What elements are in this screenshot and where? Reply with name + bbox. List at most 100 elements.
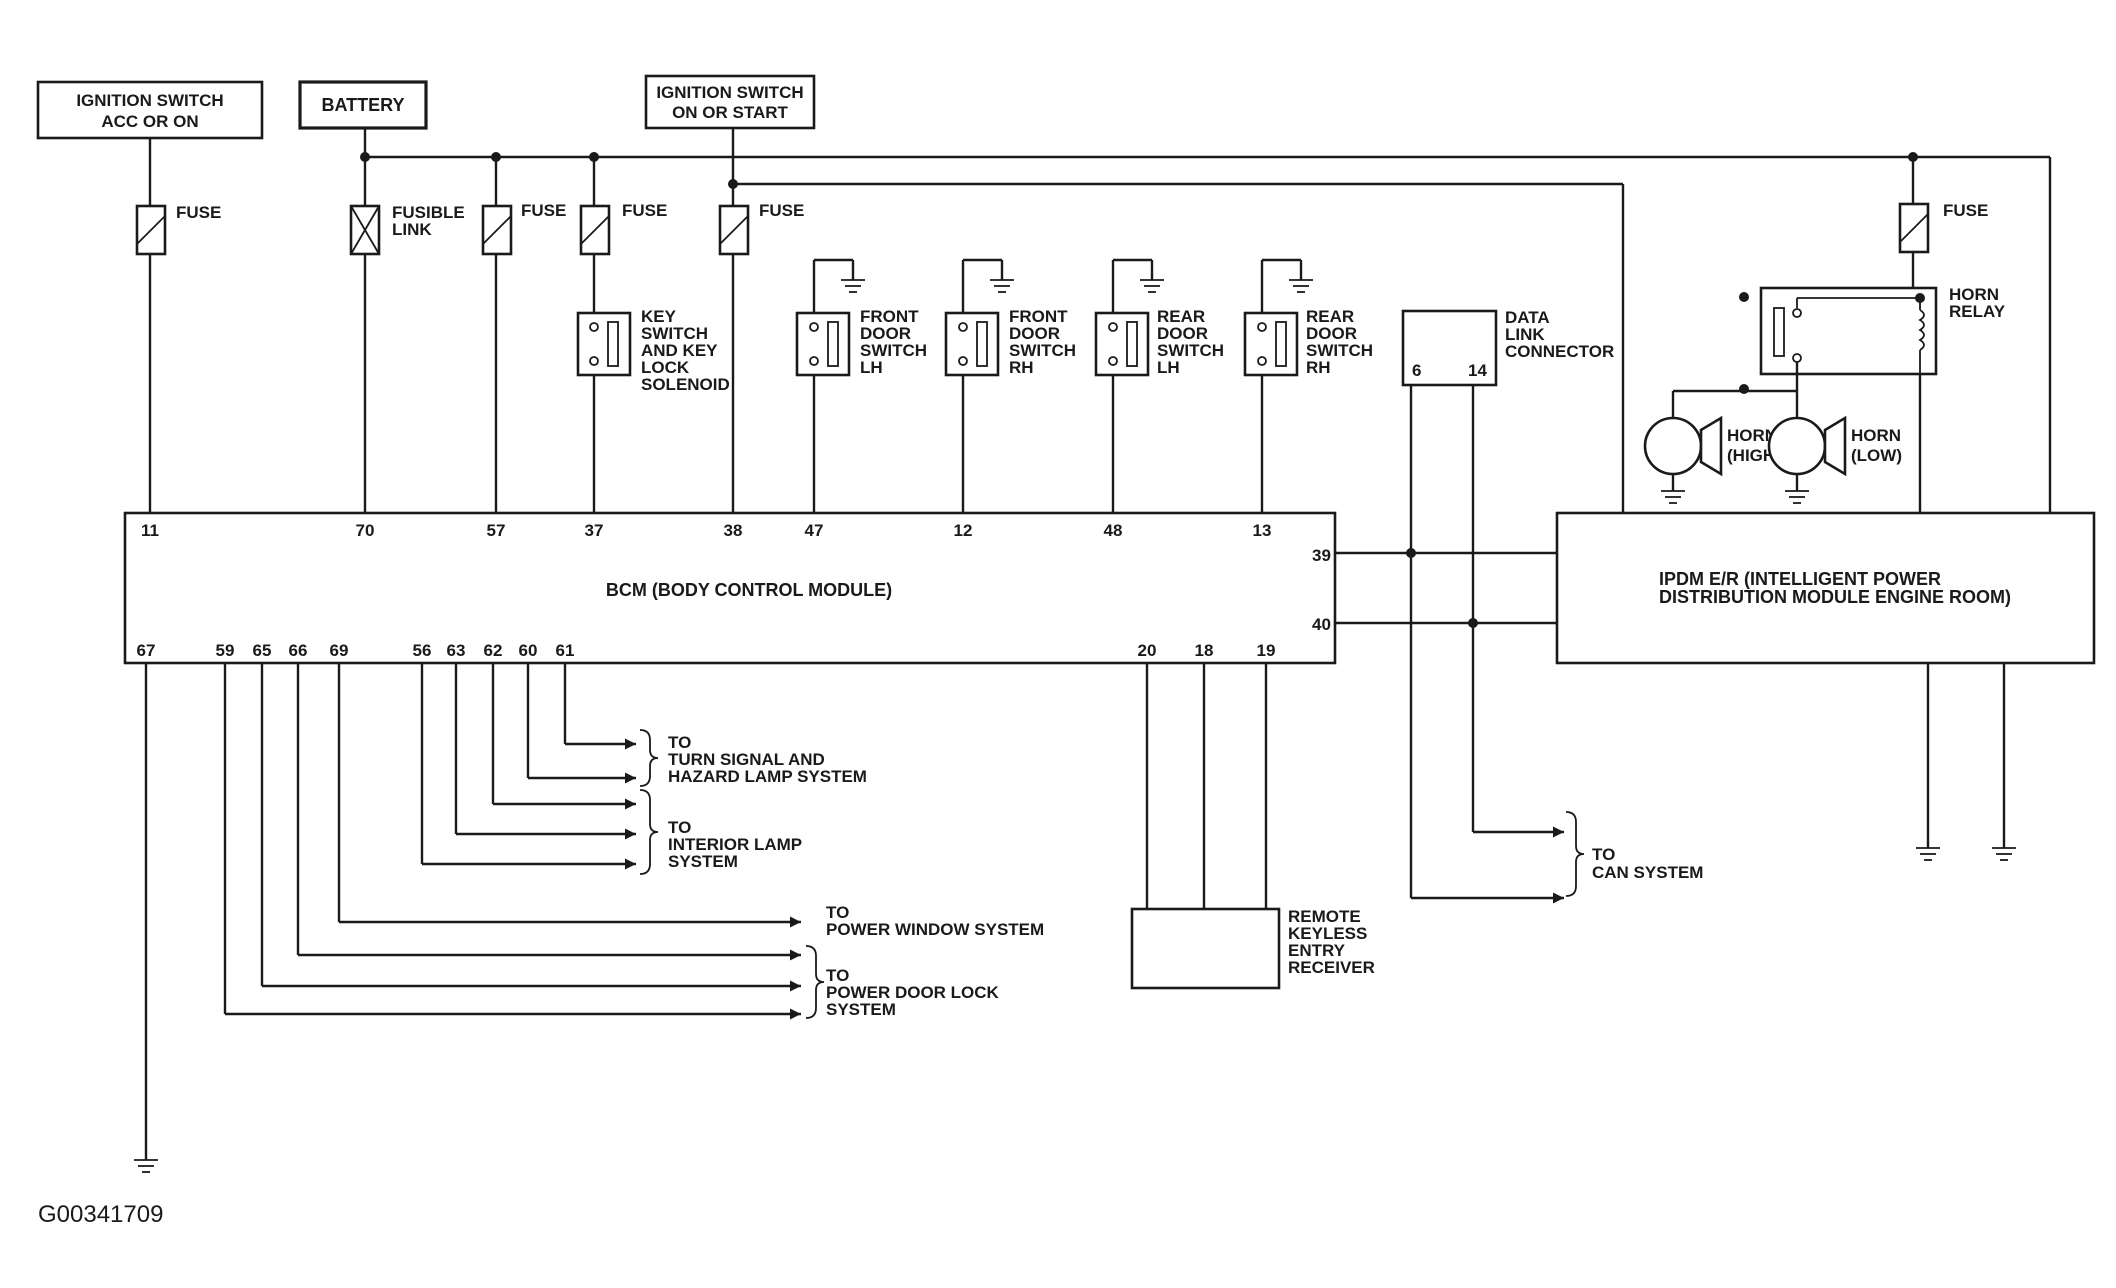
svg-text:HAZARD LAMP SYSTEM: HAZARD LAMP SYSTEM <box>668 767 867 786</box>
svg-text:12: 12 <box>954 521 973 540</box>
power-window-output: TO POWER WINDOW SYSTEM <box>337 663 1044 939</box>
svg-text:(LOW): (LOW) <box>1851 446 1902 465</box>
can-bus-wiring <box>1335 385 1585 904</box>
svg-text:RELAY: RELAY <box>1949 302 2006 321</box>
turn-signal-outputs: TO TURN SIGNAL AND HAZARD LAMP SYSTEM <box>526 663 867 787</box>
battery-box: BATTERY <box>298 80 428 130</box>
svg-text:REAR: REAR <box>1157 307 1205 326</box>
svg-text:6: 6 <box>1412 361 1421 380</box>
svg-text:FUSE: FUSE <box>1943 201 1988 220</box>
svg-text:TO: TO <box>826 903 849 922</box>
svg-text:INTERIOR LAMP: INTERIOR LAMP <box>668 835 802 854</box>
svg-text:RH: RH <box>1009 358 1034 377</box>
svg-text:TO: TO <box>826 966 849 985</box>
svg-text:DISTRIBUTION MODULE ENGINE ROO: DISTRIBUTION MODULE ENGINE ROOM) <box>1659 587 2011 607</box>
fuse-icon <box>718 204 750 256</box>
svg-text:60: 60 <box>519 641 538 660</box>
power-door-lock-outputs: TO POWER DOOR LOCK SYSTEM <box>223 663 1000 1020</box>
svg-text:HORN: HORN <box>1949 285 1999 304</box>
svg-text:RH: RH <box>1306 358 1331 377</box>
svg-text:69: 69 <box>330 641 349 660</box>
svg-text:HORN: HORN <box>1727 426 1777 445</box>
svg-text:AND KEY: AND KEY <box>641 341 718 360</box>
svg-text:37: 37 <box>585 521 604 540</box>
svg-text:SYSTEM: SYSTEM <box>668 852 738 871</box>
door-switch-front-lh: FRONT DOOR SWITCH LH <box>795 258 927 513</box>
ipdm-module: IPDM E/R (INTELLIGENT POWER DISTRIBUTION… <box>1555 511 2096 665</box>
svg-text:BCM (BODY CONTROL MODULE): BCM (BODY CONTROL MODULE) <box>606 580 892 600</box>
key-switch-circuit: FUSE KEY SWITCH AND KEY LOCK SOLENOID <box>576 157 730 513</box>
svg-text:20: 20 <box>1138 641 1157 660</box>
bcm-top-pins: 11 70 57 37 38 47 12 48 13 <box>141 521 1271 540</box>
bcm-bottom-pins: 67 59 65 66 69 56 63 62 60 61 20 18 19 <box>137 641 1276 660</box>
svg-text:DOOR: DOOR <box>860 324 911 343</box>
svg-text:DOOR: DOOR <box>1157 324 1208 343</box>
svg-text:(HIGH): (HIGH) <box>1727 446 1781 465</box>
svg-text:TO: TO <box>668 733 691 752</box>
ign-fuse-circuit: FUSE <box>718 184 804 513</box>
svg-text:47: 47 <box>805 521 824 540</box>
svg-text:62: 62 <box>484 641 503 660</box>
svg-text:SWITCH: SWITCH <box>1009 341 1076 360</box>
svg-text:FRONT: FRONT <box>860 307 919 326</box>
svg-text:DATA: DATA <box>1505 308 1550 327</box>
svg-text:56: 56 <box>413 641 432 660</box>
horn-low-icon: HORN (LOW) <box>1767 415 1902 504</box>
svg-text:ON OR START: ON OR START <box>672 103 788 122</box>
door-switch-rear-rh: REAR DOOR SWITCH RH <box>1243 258 1373 513</box>
svg-text:18: 18 <box>1195 641 1214 660</box>
svg-text:FUSIBLE: FUSIBLE <box>392 203 465 222</box>
svg-text:14: 14 <box>1468 361 1487 380</box>
svg-text:67: 67 <box>137 641 156 660</box>
fusible-link-icon <box>349 204 381 256</box>
svg-text:59: 59 <box>216 641 235 660</box>
svg-text:70: 70 <box>356 521 375 540</box>
svg-text:DOOR: DOOR <box>1009 324 1060 343</box>
fuse-icon <box>1898 202 1930 254</box>
svg-text:FUSE: FUSE <box>759 201 804 220</box>
svg-text:48: 48 <box>1104 521 1123 540</box>
svg-text:IPDM E/R (INTELLIGENT POWER: IPDM E/R (INTELLIGENT POWER <box>1659 569 1941 589</box>
svg-text:KEYLESS: KEYLESS <box>1288 924 1367 943</box>
door-switch-rear-lh: REAR DOOR SWITCH LH <box>1094 258 1224 513</box>
svg-text:CAN SYSTEM: CAN SYSTEM <box>1592 863 1703 882</box>
interior-lamp-outputs: TO INTERIOR LAMP SYSTEM <box>420 663 802 875</box>
svg-text:LH: LH <box>860 358 883 377</box>
svg-text:IGNITION SWITCH: IGNITION SWITCH <box>76 91 223 110</box>
data-link-connector: 6 14 DATA LINK CONNECTOR <box>1401 308 1614 387</box>
svg-text:11: 11 <box>141 521 159 540</box>
svg-text:SWITCH: SWITCH <box>641 324 708 343</box>
svg-text:REMOTE: REMOTE <box>1288 907 1361 926</box>
svg-text:CONNECTOR: CONNECTOR <box>1505 342 1614 361</box>
to-can-system-label: TO CAN SYSTEM <box>1592 845 1703 882</box>
svg-text:SWITCH: SWITCH <box>860 341 927 360</box>
svg-text:REAR: REAR <box>1306 307 1354 326</box>
svg-text:57: 57 <box>487 521 506 540</box>
svg-text:19: 19 <box>1257 641 1276 660</box>
ignition-switch-start-box: IGNITION SWITCH ON OR START <box>644 74 816 130</box>
svg-text:LINK: LINK <box>392 220 432 239</box>
svg-text:POWER DOOR LOCK: POWER DOOR LOCK <box>826 983 1000 1002</box>
horn-wiring <box>1671 389 1799 418</box>
fuse-icon <box>481 204 513 256</box>
fuse-icon <box>579 204 611 256</box>
bcm-module: BCM (BODY CONTROL MODULE) <box>123 511 1337 665</box>
svg-text:SWITCH: SWITCH <box>1157 341 1224 360</box>
ignition-switch-acc-box: IGNITION SWITCH ACC OR ON <box>36 80 264 140</box>
svg-text:IGNITION SWITCH: IGNITION SWITCH <box>656 83 803 102</box>
bcm-ground-67 <box>134 663 158 1173</box>
svg-text:65: 65 <box>253 641 272 660</box>
key-switch-icon <box>576 311 632 377</box>
svg-text:BATTERY: BATTERY <box>322 95 405 115</box>
svg-text:LOCK: LOCK <box>641 358 690 377</box>
svg-text:FUSE: FUSE <box>521 201 566 220</box>
acc-fuse-circuit: FUSE <box>135 138 221 513</box>
svg-text:61: 61 <box>556 641 575 660</box>
svg-text:SWITCH: SWITCH <box>1306 341 1373 360</box>
svg-text:39: 39 <box>1312 546 1331 565</box>
svg-text:63: 63 <box>447 641 466 660</box>
ipdm-grounds <box>1916 663 2016 861</box>
svg-text:POWER WINDOW SYSTEM: POWER WINDOW SYSTEM <box>826 920 1044 939</box>
svg-text:FUSE: FUSE <box>622 201 667 220</box>
